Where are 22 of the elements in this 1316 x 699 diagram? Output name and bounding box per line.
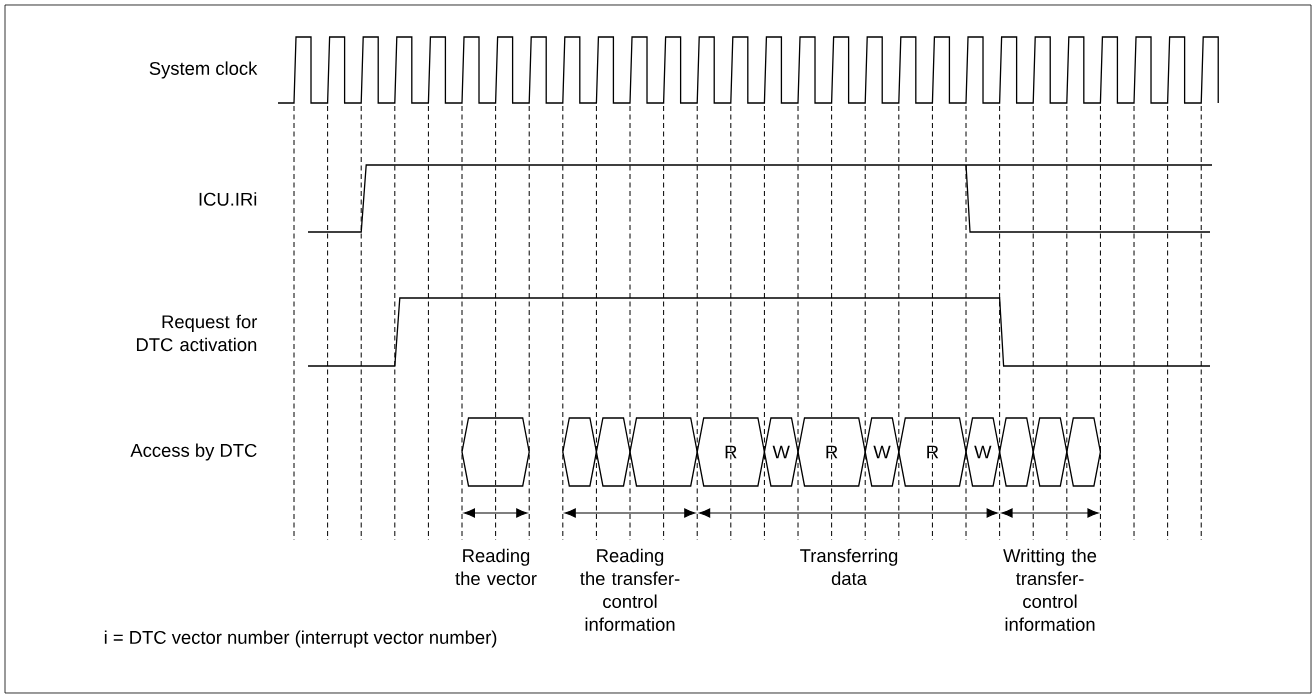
signal-label: Request for DTC activation: [137, 314, 258, 352]
phase-label: Reading the transfer-control information: [580, 548, 680, 631]
bus-cycle-hexagon: [562, 417, 598, 487]
phase-label: Transferring data: [800, 548, 898, 586]
bus-cycle-hexagon: W: [864, 417, 900, 487]
bus-cycle-hexagon: W: [763, 417, 799, 487]
bus-cycle-hexagon: W: [965, 417, 1001, 487]
bus-cycle-hexagon: [1032, 417, 1068, 487]
bus-cycle-hexagon: [461, 417, 530, 487]
bus-cycle-hexagon: [595, 417, 631, 487]
signal-label: Access by DTC: [130, 443, 257, 461]
phase-label: Reading the vector: [455, 548, 537, 586]
footnote: i = DTC vector number (interrupt vector number): [104, 630, 497, 648]
signal-label: ICU.IRi: [199, 192, 257, 206]
phase-label: Writting the transfer-control information: [1003, 548, 1097, 631]
signal-label: System clock: [149, 61, 258, 79]
bus-cycle-hexagon: [998, 417, 1034, 487]
bus-cycle-hexagon: [1066, 417, 1102, 487]
bus-cycle-hexagon: R: [797, 417, 866, 487]
bus-cycle-hexagon: R: [898, 417, 967, 487]
bus-cycle-hexagon: R: [696, 417, 766, 487]
bus-cycle-hexagon: [629, 417, 698, 487]
